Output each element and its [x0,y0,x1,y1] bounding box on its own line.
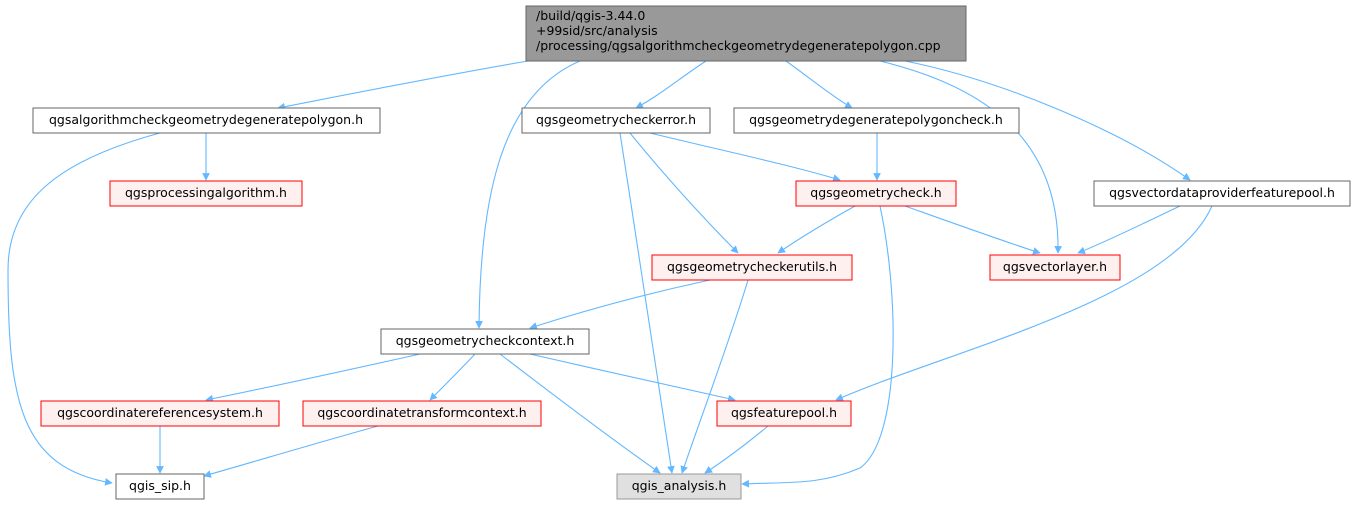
edge-checkerror-h-to-analysis-h [619,132,675,474]
node-box [616,473,742,500]
node-box [521,107,711,134]
edge-checkctx-h-to-crs-h [205,353,421,403]
node-label: qgsgeometrycheckerutils.h [667,259,837,274]
node-box [989,254,1121,281]
node-vdpfp-h[interactable]: qgsvectordataproviderfeaturepool.h [1093,180,1351,207]
edge-checkerror-h-to-geomcheck-h [649,132,841,182]
node-label: qgsgeometrycheck.h [810,185,941,200]
edge-featurepool-h-to-analysis-h [704,425,769,474]
edge-vdpfp-h-to-vectorlayer-h [1077,205,1181,254]
node-checkctx-h[interactable]: qgsgeometrycheckcontext.h [380,328,590,355]
node-box [716,400,852,427]
edge-root-to-checkctx-h [475,60,581,329]
node-box [651,254,853,281]
node-checkerutils-h[interactable]: qgsgeometrycheckerutils.h [651,254,853,281]
node-box [40,400,280,427]
node-ctc-h[interactable]: qgscoordinatetransformcontext.h [302,400,542,427]
node-box [109,180,303,207]
root-node[interactable]: /build/qgis-3.44.0 +99sid/src/analysis /… [525,5,967,62]
edge-root-to-checkerror-h [635,60,707,109]
edge-algo-h-to-sip-h [7,132,161,486]
node-algo-h[interactable]: qgsalgorithmcheckgeometrydegeneratepolyg… [32,107,381,134]
node-geomcheck-h[interactable]: qgsgeometrycheck.h [795,180,957,207]
node-label: qgscoordinatetransformcontext.h [317,405,526,420]
node-crs-h[interactable]: qgscoordinatereferencesystem.h [40,400,280,427]
node-box [32,107,381,134]
node-box [380,328,590,355]
node-label: qgsfeaturepool.h [731,405,837,420]
node-label: qgis_sip.h [129,478,191,493]
node-label: qgsgeometrycheckerror.h [536,112,696,127]
edge-root-to-vectorlayer-h [879,60,1062,254]
edge-checkctx-h-to-analysis-h [499,353,661,474]
edge-ctc-h-to-sip-h [203,425,379,478]
node-box [795,180,957,207]
edge-checkctx-h-to-featurepool-h [529,353,736,403]
node-checkerror-h[interactable]: qgsgeometrycheckerror.h [521,107,711,134]
node-label: qgis_analysis.h [632,478,727,493]
node-label: qgsgeometrycheckcontext.h [396,333,575,348]
node-featurepool-h[interactable]: qgsfeaturepool.h [716,400,852,427]
edge-geomcheck-h-to-checkerutils-h [777,205,856,254]
node-box [115,473,205,500]
node-vectorlayer-h[interactable]: qgsvectorlayer.h [989,254,1121,281]
edge-root-to-degcheck-h [785,60,853,109]
node-sip-h[interactable]: qgis_sip.h [115,473,205,500]
node-label: qgsvectorlayer.h [1003,259,1107,274]
node-label: qgsprocessingalgorithm.h [125,185,287,200]
node-label: qgscoordinatereferencesystem.h [57,405,263,420]
edges [7,60,1213,488]
node-label: qgsgeometrydegeneratepolygoncheck.h [749,112,1003,127]
root-node-line-2: +99sid/src/analysis [536,23,658,38]
node-label: qgsalgorithmcheckgeometrydegeneratepolyg… [49,112,363,127]
edge-root-to-vdpfp-h [904,60,1191,181]
node-box [302,400,542,427]
edge-root-to-algo-h [277,60,529,111]
edge-checkerutils-h-to-checkctx-h [529,279,711,330]
node-procalg-h[interactable]: qgsprocessingalgorithm.h [109,180,303,207]
node-box [1093,180,1351,207]
root-node-line-1: /build/qgis-3.44.0 [536,8,645,23]
node-degcheck-h[interactable]: qgsgeometrydegeneratepolygoncheck.h [733,107,1020,134]
node-analysis-h[interactable]: qgis_analysis.h [616,473,742,500]
edge-checkctx-h-to-ctc-h [429,353,476,401]
edge-geomcheck-h-to-vectorlayer-h [904,205,1041,255]
root-node-line-3: /processing/qgsalgorithmcheckgeometrydeg… [536,38,941,53]
node-label: qgsvectordataproviderfeaturepool.h [1109,185,1335,200]
edge-geomcheck-h-to-analysis-h [741,205,894,488]
edge-checkerror-h-to-checkerutils-h [629,132,739,254]
node-box [733,107,1020,134]
edge-vdpfp-h-to-featurepool-h [835,205,1213,401]
edge-checkerutils-h-to-analysis-h [680,279,749,474]
